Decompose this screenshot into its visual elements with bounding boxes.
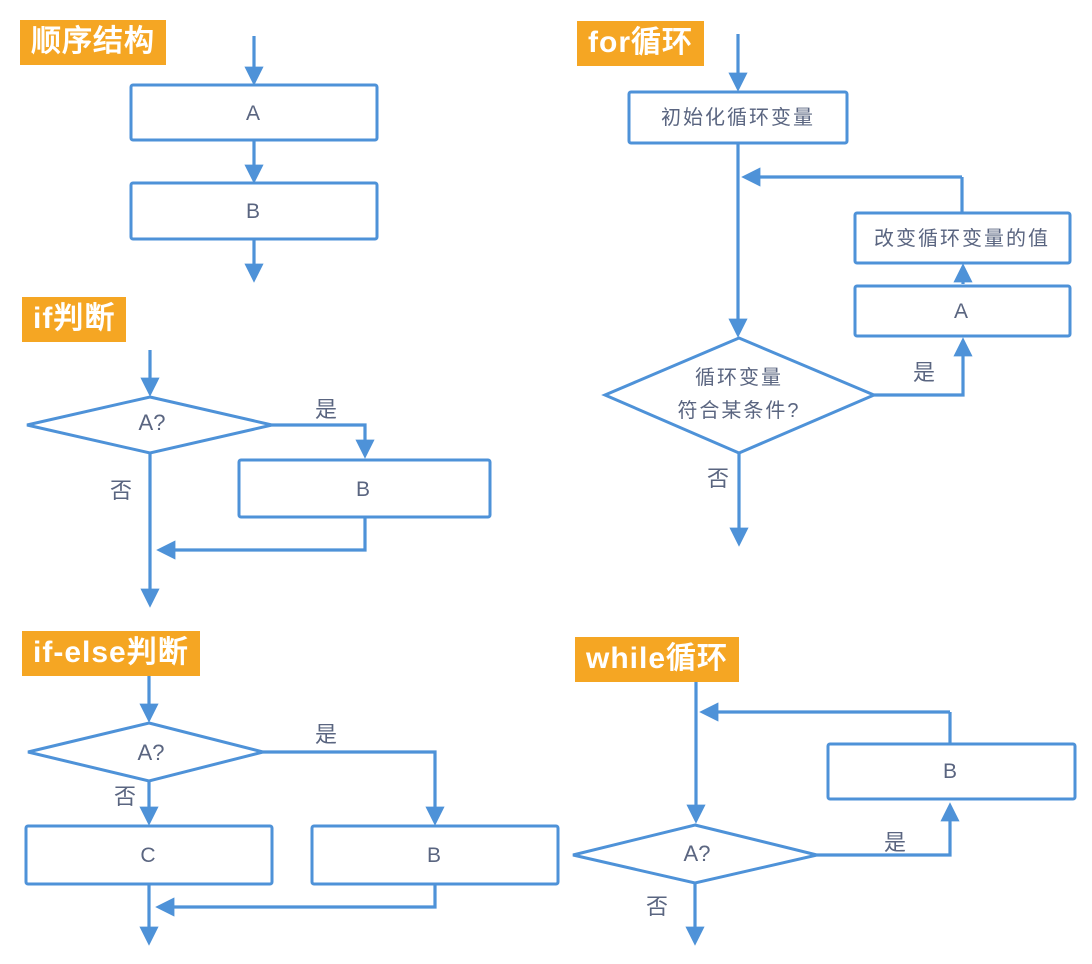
flow-node-while-b-label: B (943, 760, 959, 783)
decision-for-condition-line1: 循环变量 (695, 366, 783, 389)
decision-ifelse-condition-label: A? (138, 740, 165, 765)
edge-label-while-yes: 是 (884, 830, 906, 855)
flow-node-while-b (826, 742, 1077, 801)
section-label-sequence: 顺序结构 (20, 20, 166, 65)
section-label-while-loop: while循环 (575, 637, 740, 682)
section-label-if-else: if-else判断 (22, 631, 200, 676)
edge-label-ifelse-no: 否 (114, 784, 136, 809)
flow-node-for-init-label: 初始化循环变量 (661, 106, 815, 129)
diagram-if-else: A? 是 否 C B (24, 676, 560, 946)
edge-label-if-no: 否 (110, 478, 132, 503)
arrow-while-yes-branch (817, 802, 960, 857)
edge-label-while-no: 否 (646, 894, 668, 919)
decision-for-condition-line2: 符合某条件? (677, 399, 800, 422)
edge-label-ifelse-yes: 是 (315, 722, 337, 747)
flow-node-for-body (853, 284, 1072, 338)
arrow-ifelse-yes-branch (263, 750, 445, 826)
diagram-sequence: A B (129, 36, 379, 283)
edge-label-for-no: 否 (707, 466, 729, 491)
diagram-for-loop: 初始化循环变量 改变循环变量的值 A 循环变量 符合某条件? 是 否 (601, 34, 1072, 547)
arrow-if-yes-branch (272, 423, 375, 459)
flow-node-seq-b-label: B (246, 200, 262, 223)
flow-node-for-update (853, 211, 1072, 265)
flow-node-ifelse-b-label: B (427, 844, 443, 867)
flow-node-for-body-label: A (954, 300, 970, 323)
flow-node-for-update-label: 改变循环变量的值 (874, 227, 1050, 250)
decision-while-condition-label: A? (684, 841, 711, 866)
arrow-for-yes-branch (874, 337, 973, 397)
edge-label-for-yes: 是 (913, 360, 935, 385)
section-label-for-loop: for循环 (577, 21, 704, 66)
decision-for-condition (601, 336, 878, 455)
arrow-ifelse-merge (155, 884, 437, 917)
arrow-if-merge (156, 517, 367, 560)
section-label-if: if判断 (22, 297, 127, 342)
diagram-while-loop: B A? 是 否 (572, 681, 1077, 946)
edge-label-if-yes: 是 (315, 397, 337, 422)
decision-if-condition-label: A? (139, 410, 166, 435)
flow-node-ifelse-c-label: C (140, 844, 157, 867)
flow-node-if-b-label: B (356, 478, 372, 501)
flow-node-seq-a-label: A (246, 102, 262, 125)
diagram-if: A? 是 B 否 (26, 350, 492, 608)
